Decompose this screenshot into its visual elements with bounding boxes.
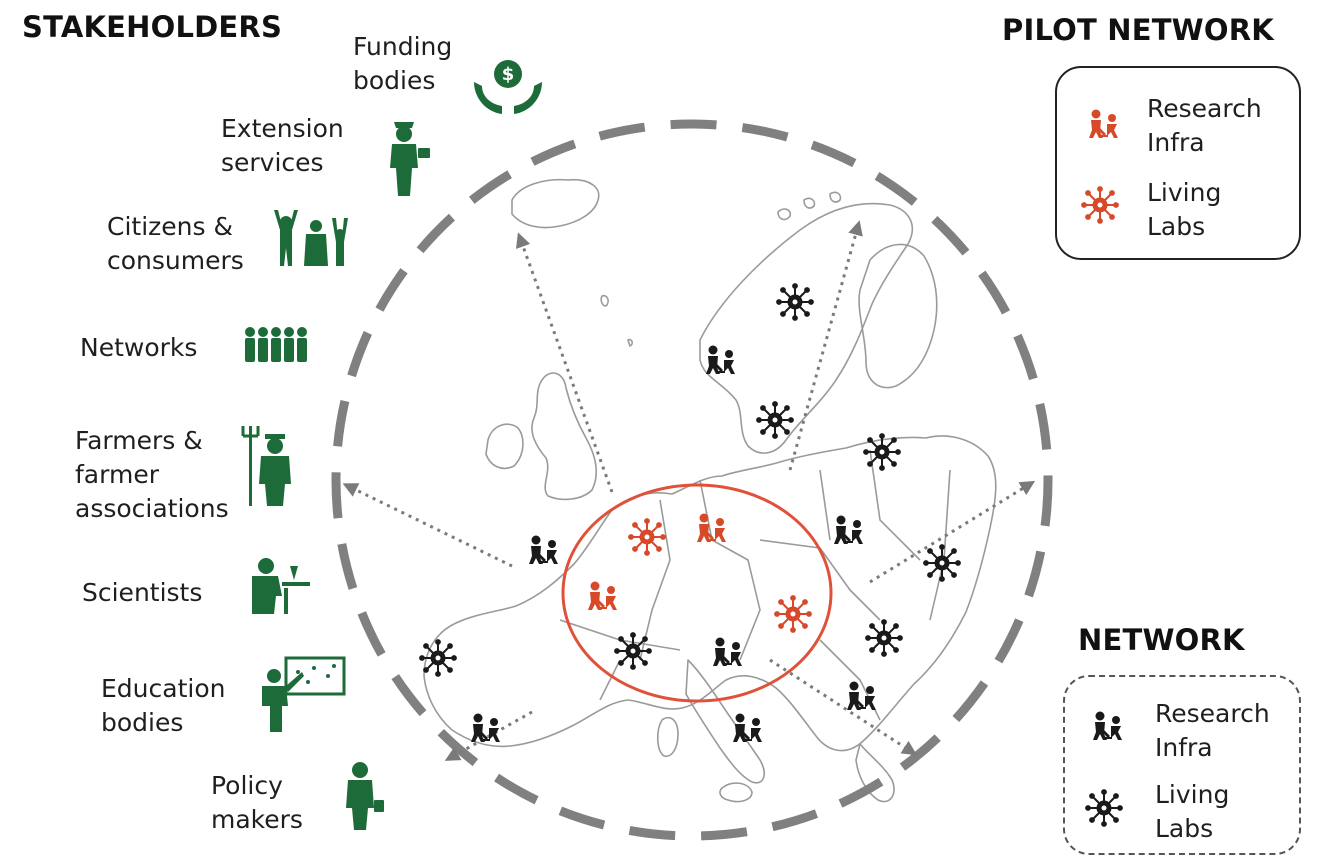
map-scandinavia: [699, 202, 914, 454]
pilot-research-infra-node: [588, 581, 617, 610]
network-legend-living-labs-label: Living Labs: [1155, 780, 1230, 843]
scientist-with-microscope-icon: [252, 558, 310, 614]
network-living-lab-node: [775, 282, 815, 322]
person-with-briefcase-icon: [346, 762, 384, 830]
pilot-living-lab-node: [773, 594, 813, 634]
europe-map: [423, 178, 997, 803]
stakeholder-label-policy: Policy makers: [211, 771, 303, 834]
pilot-network-heading: PILOT NETWORK: [1002, 13, 1274, 47]
map-islands: [600, 191, 842, 347]
advisor-with-tablet-icon: [390, 122, 430, 196]
stakeholder-label-education: Education bodies: [101, 674, 226, 737]
network-living-lab-node: [864, 618, 904, 658]
network-legend-box: [1063, 675, 1301, 855]
svg-text:$: $: [502, 64, 515, 85]
map-ireland: [485, 423, 524, 470]
arrow-to-finland: [788, 220, 863, 471]
network-living-lab-node: [922, 543, 962, 583]
arrow-to-iceland: [516, 232, 614, 493]
pilot-legend-living-labs-label: Living Labs: [1147, 178, 1222, 241]
network-heading: NETWORK: [1078, 623, 1245, 657]
stakeholder-label-citizens: Citizens & consumers: [107, 212, 244, 275]
network-living-lab-node: [418, 638, 458, 678]
dotted-arrows: [342, 220, 1036, 761]
map-mainland-europe: [423, 435, 997, 752]
pilot-network-ellipse: [561, 483, 833, 703]
pilot-network-legend-box: [1055, 66, 1301, 260]
network-dashed-circle: [331, 119, 1053, 841]
stakeholder-label-farmers: Farmers & farmer associations: [75, 426, 229, 523]
network-research-infra-node: [471, 713, 500, 742]
map-great-britain: [531, 372, 598, 501]
network-living-lab-node: [862, 432, 902, 472]
map-greece: [855, 743, 895, 803]
map-finland: [858, 243, 938, 389]
map-sardinia: [656, 716, 679, 758]
arrow-to-southeast: [769, 658, 918, 756]
network-research-infra-node: [834, 515, 863, 544]
farmer-with-pitchfork-icon: [241, 426, 291, 506]
stakeholder-label-scientists: Scientists: [82, 578, 203, 607]
network-research-infra-node: [529, 535, 558, 564]
network-research-infra-node: [713, 637, 742, 666]
network-research-infra-node: [733, 713, 762, 742]
stakeholder-label-extension: Extension services: [221, 114, 344, 177]
map-sicily: [719, 782, 753, 803]
network-living-lab-node: [613, 631, 653, 671]
teacher-at-board-icon: [262, 656, 346, 732]
arrow-to-stakeholders: [342, 483, 513, 568]
pilot-legend-research-infra-label: Research Infra: [1147, 94, 1262, 157]
map-iceland: [511, 178, 600, 229]
family-cheering-icon: [274, 210, 348, 266]
stakeholder-label-funding: Funding bodies: [353, 32, 453, 95]
network-legend-research-infra-label: Research Infra: [1155, 699, 1270, 762]
map-italy: [685, 659, 765, 784]
stakeholder-label-networks: Networks: [80, 333, 198, 362]
network-research-infra-node: [847, 681, 876, 710]
stakeholders-heading: STAKEHOLDERS: [22, 10, 283, 44]
pilot-living-lab-node: [627, 517, 667, 557]
hands-coin-icon: $: [474, 60, 542, 114]
network-research-infra-node: [706, 345, 735, 374]
pilot-research-infra-node: [697, 513, 726, 542]
stakeholder-icons: $: [241, 60, 542, 830]
group-of-people-icon: [245, 327, 307, 362]
network-living-lab-node: [755, 400, 795, 440]
